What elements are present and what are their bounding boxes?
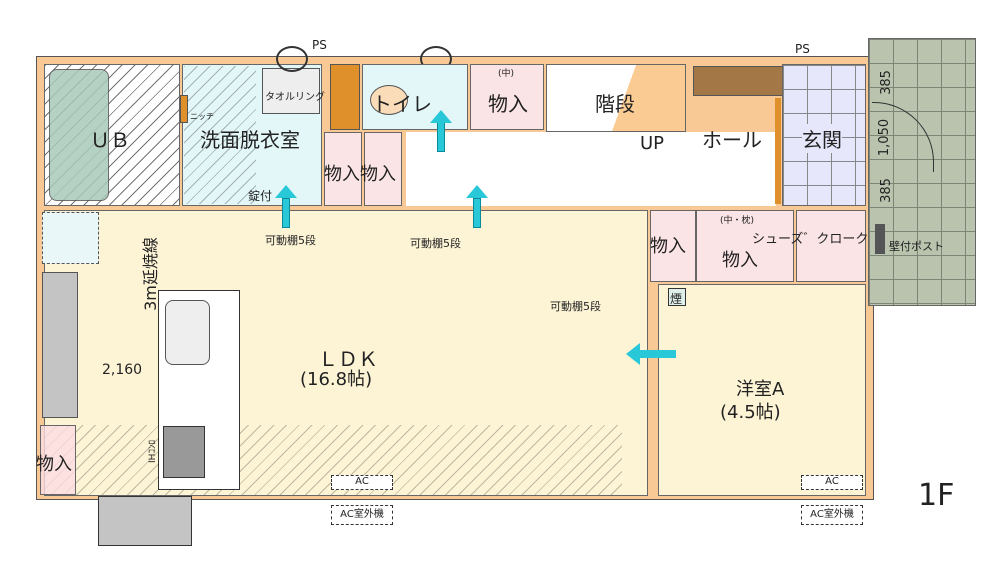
airflow-arrow-icon [275, 185, 297, 198]
ldk [44, 210, 648, 496]
airflow-arrow-icon [437, 122, 445, 152]
back-door-step [98, 496, 192, 546]
closet-a [324, 132, 362, 206]
room-label-closet-b: 物入 [360, 164, 396, 185]
wall-mailbox [875, 224, 885, 254]
room-label-closet-a: 物入 [324, 164, 360, 185]
airflow-arrow-icon [430, 110, 452, 123]
room-label-closet-kitchen: 物入 [36, 454, 72, 475]
room-label-toilet: トイレ [372, 92, 432, 116]
shelf-label-2: 可動棚5段 [410, 237, 461, 250]
closet-d [696, 210, 794, 282]
ac-unit-ldk: AC [331, 475, 393, 490]
unit-bath [44, 64, 180, 206]
fire-line-label: 3m延焼線 [140, 237, 160, 311]
dim-2160: 2,160 [102, 362, 143, 378]
dim-385-top: 385 [878, 70, 894, 95]
ih-label: IHｺﾝﾛ [147, 440, 158, 463]
ih-cooktop [163, 426, 205, 478]
shoe-closet [796, 210, 866, 282]
washroom-hatch [184, 66, 256, 204]
under-stair-storage [330, 64, 360, 130]
ac-outdoor-western: AC室外機 [801, 505, 863, 525]
ps-label-right: PS [795, 42, 810, 56]
closet-c [650, 210, 696, 282]
ac-unit-western: AC [801, 475, 863, 490]
dim-385-bottom: 385 [878, 178, 894, 203]
room-label-western-room: 洋室A [736, 379, 785, 400]
room-label-stairs: 階段 [595, 92, 635, 116]
toilet-bowl [370, 85, 408, 115]
smoke-detector [668, 288, 686, 306]
ac-outdoor-ldk: AC室外機 [331, 505, 393, 525]
room-label-storage-mid: 物入 [488, 92, 528, 116]
skylight [42, 212, 99, 264]
lock-label: 錠付 [248, 189, 273, 203]
room-label-ldk-size: (16.8帖) [300, 369, 373, 390]
room-label-western-room-size: (4.5帖) [720, 402, 781, 423]
storage-mid-note: (中) [498, 69, 515, 79]
closet-kitchen [40, 425, 76, 495]
niche [180, 95, 188, 123]
ps-label-top: PS [312, 38, 327, 52]
room-label-shoe-closet: シューズ゛クローク [752, 232, 869, 247]
room-label-ub: ＵＢ [90, 128, 130, 152]
airflow-arrow-icon [473, 198, 481, 228]
wall-post-label: 壁付ポスト [889, 240, 944, 253]
airflow-arrow-icon [640, 350, 676, 358]
shoe-cabinet [693, 66, 793, 96]
room-label-ldk: ＬＤＫ [318, 347, 378, 371]
room-label-hall: ホール [702, 128, 762, 152]
western-room-a [658, 284, 866, 496]
niche-label: ニッチ [190, 112, 214, 121]
stairs-up-label: UP [640, 133, 665, 154]
washbasin [262, 68, 320, 114]
sink [165, 300, 210, 365]
dim-1050: 1,050 [877, 118, 893, 157]
stairs [546, 64, 686, 132]
room-label-closet-c: 物入 [650, 236, 686, 257]
airflow-arrow-icon [466, 185, 488, 198]
room-label-closet-d: 物入 [722, 250, 758, 271]
shelf-label-1: 可動棚5段 [265, 234, 316, 247]
window-bench [42, 272, 78, 418]
smoke-label: 煙 [670, 292, 683, 306]
porch [868, 38, 976, 306]
room-label-washroom: 洗面脱衣室 [200, 128, 300, 152]
storage-mid [470, 64, 544, 130]
ventilation-icon [276, 46, 308, 72]
airflow-arrow-icon [626, 343, 640, 365]
floor-label: 1F [918, 478, 955, 513]
bathtub [49, 69, 109, 201]
airflow-arrow-icon [282, 198, 290, 228]
closet-b [364, 132, 402, 206]
room-label-entrance: 玄関 [802, 124, 842, 153]
shelf-label-3: 可動棚5段 [550, 300, 601, 313]
closet-d-note: (中・枕) [720, 216, 755, 226]
towel-ring-label: タオルリング [265, 92, 325, 103]
step-edge [775, 98, 781, 204]
